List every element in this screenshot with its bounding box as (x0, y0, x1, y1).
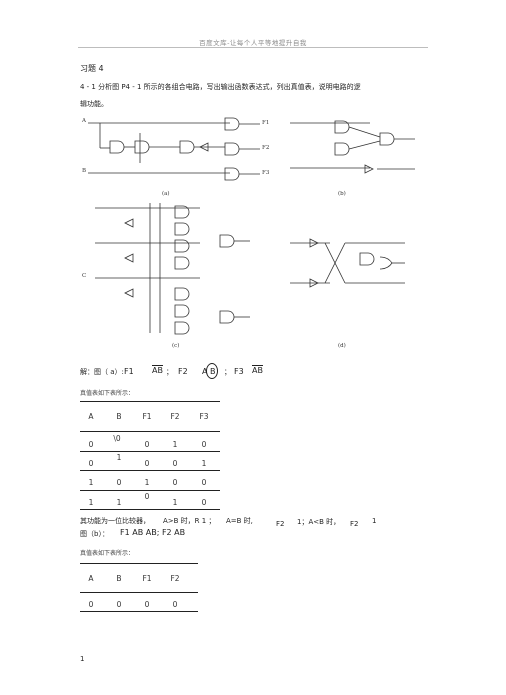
table-a-cell: \0 (113, 434, 121, 443)
circuit-diagram (88, 117, 415, 335)
table-a-rule (80, 451, 220, 452)
table-a-cell: 0 (201, 498, 207, 507)
table-b-cell: 0 (144, 600, 150, 609)
f1-expression: AB (152, 366, 163, 375)
f3-symbol: F3 (234, 367, 244, 376)
table-a-cell: 0 (172, 478, 178, 487)
table-b-header: F1 (142, 574, 152, 583)
table-a-cell: 1 (116, 453, 122, 462)
figure-b-expression: F1 AB AB; F2 AB (120, 528, 186, 537)
caption-a: (a) (162, 191, 170, 197)
table-a-cell: 1 (172, 498, 178, 507)
table-b-cell: 0 (116, 600, 122, 609)
table-a-cell: 0 (144, 492, 150, 501)
table-a-rule (80, 470, 220, 471)
table-b-rule-bottom (80, 611, 198, 612)
table-b-header: F2 (170, 574, 180, 583)
f2-symbol: F2 (178, 367, 188, 376)
f1-symbol: F1 (124, 367, 134, 376)
output-f3-label: F3 (262, 170, 270, 176)
table-a-cell: 1 (88, 478, 94, 487)
table-a-header: F3 (199, 412, 209, 421)
table-a-header: B (116, 412, 122, 421)
table-a-cell: 0 (172, 459, 178, 468)
output-f1-label: F1 (262, 120, 270, 126)
table-a-cell: 1 (201, 459, 207, 468)
table-a-rule (80, 431, 220, 432)
table-b-rule-top (80, 563, 198, 564)
exercise-title: 习题 4 (80, 64, 104, 73)
table-a-cell: 0 (88, 440, 94, 449)
condition-f2-symbol: F2 (276, 520, 285, 528)
caption-d: (d) (338, 343, 346, 349)
table-a-cell: 1 (144, 478, 150, 487)
page-header: 百度文库-让每个人平等地提升自我 (199, 39, 307, 47)
table-a-cell: 0 (116, 478, 122, 487)
input-c-label: C (82, 273, 87, 279)
table-a-rule-top (80, 401, 220, 402)
condition-lt-result: 1 (372, 517, 377, 525)
sep-2: ； (224, 368, 231, 376)
input-a-label: A (82, 118, 86, 124)
xnor-circle-icon (206, 363, 218, 379)
output-f2-label: F2 (262, 145, 270, 151)
page-number: 1 (80, 655, 85, 663)
condition-eq-result: 1；A<B 时， (297, 518, 341, 526)
table-a-header: A (88, 412, 94, 421)
table-a-rule (80, 490, 220, 491)
exercise-prompt-line2: 辑功能。 (80, 100, 108, 108)
header-rule (78, 47, 428, 48)
table-a-cell: 1 (116, 498, 122, 507)
table-a-intro: 真值表如下表所示： (80, 390, 135, 397)
table-a-cell: 0 (88, 459, 94, 468)
table-a-cell: 0 (144, 440, 150, 449)
condition-gt: A>B 时，R 1 ； (163, 517, 216, 525)
table-b-rule (80, 592, 198, 593)
caption-b: (b) (338, 191, 346, 197)
circuit-figure: (a) (b) (c) (d) A B C F1 F2 F3 (80, 113, 430, 358)
table-a-cell: 0 (144, 459, 150, 468)
table-a-header: F2 (170, 412, 180, 421)
caption-c: (c) (172, 343, 180, 349)
function-description: 其功能为一位比较器， (80, 517, 150, 525)
table-a-header: F1 (142, 412, 152, 421)
figure-b-label: 图（b）： (80, 530, 109, 538)
table-a-cell: 1 (88, 498, 94, 507)
input-b-label: B (82, 168, 87, 174)
f3-expression: AB (252, 366, 263, 375)
table-a-cell: 1 (172, 440, 178, 449)
table-a-cell: 0 (201, 440, 207, 449)
table-b-cell: 0 (88, 600, 94, 609)
table-b-cell: 0 (172, 600, 178, 609)
table-a-rule-bottom (80, 509, 220, 510)
table-a-cell: 0 (201, 478, 207, 487)
table-b-header: B (116, 574, 122, 583)
sep-1: ； (166, 368, 173, 376)
exercise-prompt-line1: 4 - 1 分析图 P4 - 1 所示的各组合电路，写出输出函数表达式，列出真值… (80, 83, 361, 91)
table-b-intro: 真值表如下表所示： (80, 550, 135, 557)
condition-eq: A=B 时, (226, 517, 253, 525)
table-b-header: A (88, 574, 94, 583)
condition-lt-f2-symbol: F2 (350, 520, 359, 528)
solution-lead: 解：图（ a）: (80, 368, 124, 376)
